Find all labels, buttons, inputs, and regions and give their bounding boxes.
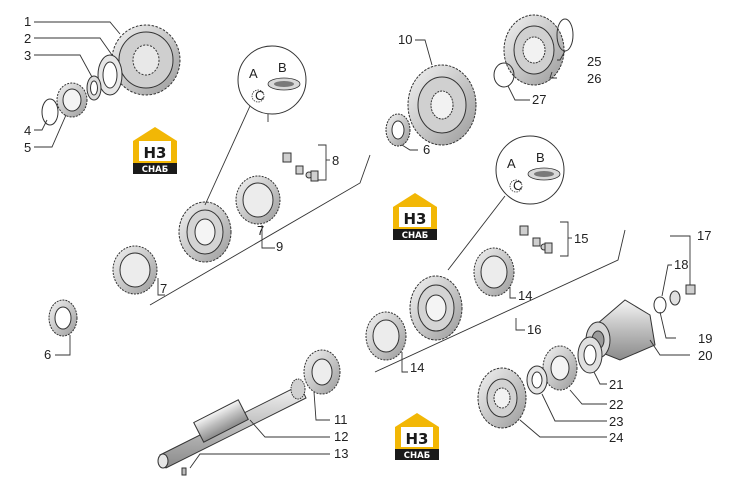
brand-logo-2: H3 СНАБ: [393, 193, 437, 241]
detail-letter-b-upper: B: [278, 60, 287, 75]
washer-part-6-right: [385, 113, 411, 147]
label-8: 8: [332, 153, 339, 168]
ring-part-23: [526, 365, 548, 395]
gear-part-24: [477, 367, 527, 429]
washer-part-3: [86, 75, 102, 101]
label-13: 13: [334, 446, 348, 461]
part-number-labels: 1 2 3 4 5 6 7 7 8 9 10 6 25 26 27 15 14 …: [24, 14, 712, 461]
label-10: 10: [398, 32, 412, 47]
logo-main-text: H3: [404, 210, 427, 228]
snap-ring-part-4: [41, 98, 59, 126]
label-26: 26: [587, 71, 601, 86]
logo-main-text: H3: [406, 430, 429, 448]
washer-part-2: [97, 54, 123, 96]
label-21: 21: [609, 377, 623, 392]
label-3: 3: [24, 48, 31, 63]
label-22: 22: [609, 397, 623, 412]
gear-part-26: [503, 14, 565, 86]
brand-logo-1: H3 СНАБ: [133, 127, 177, 175]
label-7-lower: 7: [160, 281, 167, 296]
label-2: 2: [24, 31, 31, 46]
main-shaft-part-12: [157, 349, 341, 476]
detail-letter-c-lower: C: [513, 178, 522, 193]
bearing-part-22: [542, 345, 578, 391]
logo-sub-text: СНАБ: [142, 165, 168, 175]
label-6-left: 6: [44, 347, 51, 362]
gear-part-10: [407, 64, 477, 146]
label-5: 5: [24, 140, 31, 155]
synchro-assembly-9: [112, 152, 319, 295]
detail-letter-a-lower: A: [507, 156, 516, 171]
bearing-part-5: [56, 82, 88, 118]
label-11: 11: [334, 412, 348, 427]
label-23: 23: [609, 414, 623, 429]
detail-letter-c-upper: C: [255, 88, 264, 103]
label-16: 16: [527, 322, 541, 337]
label-15: 15: [574, 231, 588, 246]
label-6-right: 6: [423, 142, 430, 157]
label-24: 24: [609, 430, 623, 445]
label-4: 4: [24, 123, 31, 138]
snap-ring-part-27: [493, 62, 515, 88]
label-25: 25: [587, 54, 601, 69]
label-14-upper: 14: [518, 288, 532, 303]
brand-logo-3: H3 СНАБ: [395, 413, 439, 461]
detail-letter-b-lower: B: [536, 150, 545, 165]
label-14-lower: 14: [410, 360, 424, 375]
detail-circle-lower: [447, 135, 565, 271]
gear-part-1: [111, 24, 181, 96]
label-17: 17: [697, 228, 711, 243]
label-19: 19: [698, 331, 712, 346]
label-20: 20: [698, 348, 712, 363]
output-flange-part-20: [585, 284, 696, 361]
detail-circle-upper: [204, 45, 307, 206]
label-27: 27: [532, 92, 546, 107]
assembly-lines: [149, 144, 626, 373]
label-7-upper: 7: [257, 223, 264, 238]
detail-letter-a-upper: A: [249, 66, 258, 81]
label-12: 12: [334, 429, 348, 444]
logo-main-text: H3: [144, 144, 167, 162]
label-9: 9: [276, 239, 283, 254]
logo-sub-text: СНАБ: [402, 231, 428, 241]
detail-letters: A B C A B C: [249, 60, 545, 193]
washer-part-6-left: [48, 299, 78, 337]
label-18: 18: [674, 257, 688, 272]
synchro-assembly-16: [365, 225, 553, 361]
leader-lines: [34, 21, 691, 469]
logo-sub-text: СНАБ: [404, 451, 430, 461]
label-1: 1: [24, 14, 31, 29]
bearing-part-21: [577, 336, 603, 374]
